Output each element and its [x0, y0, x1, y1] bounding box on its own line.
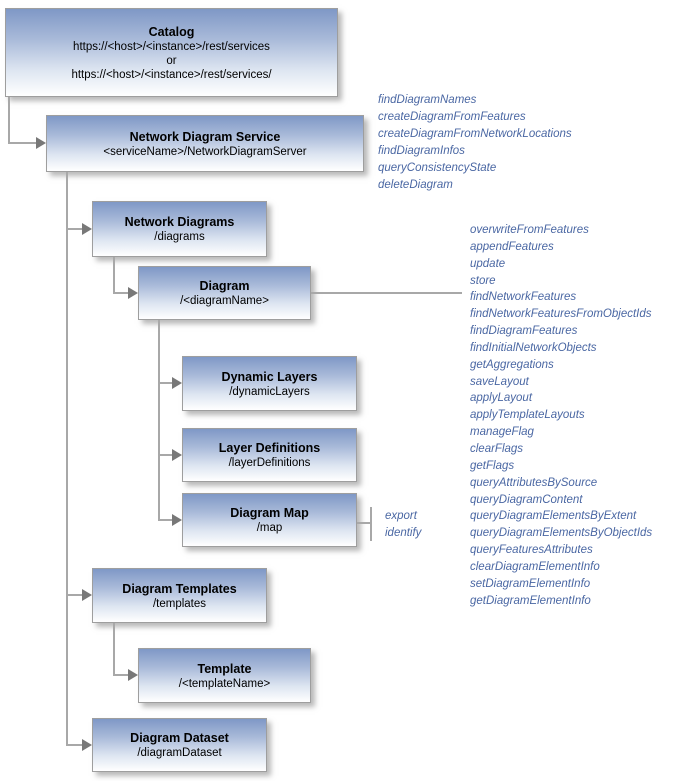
- arrowhead-diagram-dataset: [82, 739, 92, 751]
- operation-label: findDiagramFeatures: [470, 325, 578, 338]
- connector-diagram-trunk: [158, 320, 160, 521]
- service-operations-list: findDiagramNames createDiagramFromFeature…: [378, 92, 572, 195]
- operation-label: applyLayout: [470, 392, 533, 405]
- operation-label: appendFeatures: [470, 240, 554, 253]
- diagram-templates-title: Diagram Templates: [122, 581, 237, 596]
- operation-label: queryConsistencyState: [378, 162, 497, 175]
- connector-templates-trunk: [113, 623, 115, 676]
- diagram-box: Diagram /<diagramName>: [138, 266, 311, 320]
- template-title: Template: [197, 661, 252, 676]
- operation-label: findNetworkFeaturesFromObjectIds: [470, 308, 652, 321]
- operation-label: createDiagramFromFeatures: [378, 111, 526, 124]
- arrowhead-network-diagrams: [82, 223, 92, 235]
- operation-label: findInitialNetworkObjects: [470, 341, 597, 354]
- arrowhead-dynamic-layers: [172, 377, 182, 389]
- layer-definitions-title: Layer Definitions: [218, 441, 321, 455]
- diagram-map-path: /map: [256, 522, 283, 534]
- operation-label: clearDiagramElementInfo: [470, 560, 600, 573]
- operation-label: applyTemplateLayouts: [470, 409, 585, 422]
- arrowhead-diagram-templates: [82, 589, 92, 601]
- connector-map-operations-bracket: [370, 507, 372, 541]
- diagram-templates-path: /templates: [152, 597, 207, 610]
- arrowhead-service: [36, 137, 46, 149]
- connector-to-diagram-dataset: [66, 744, 83, 746]
- diagram-title: Diagram: [199, 279, 250, 293]
- network-diagram-service-title: Network Diagram Service: [129, 129, 281, 144]
- operation-label: queryAttributesBySource: [470, 476, 598, 489]
- connector-diagram-to-operations: [311, 292, 462, 294]
- diagram-dataset-path: /diagramDataset: [137, 747, 222, 759]
- operation-label: saveLayout: [470, 375, 529, 388]
- operation-label: getAggregations: [470, 358, 554, 371]
- dynamic-layers-title: Dynamic Layers: [221, 369, 318, 384]
- diagram-path: /<diagramName>: [180, 295, 269, 307]
- network-diagrams-path: /diagrams: [154, 231, 205, 243]
- connector-service-trunk: [66, 172, 68, 746]
- arrowhead-template: [128, 669, 138, 681]
- template-path: /<templateName>: [178, 677, 271, 690]
- catalog-or-label: or: [166, 54, 177, 67]
- diagram-dataset-title: Diagram Dataset: [130, 731, 229, 745]
- operation-label: getFlags: [470, 459, 515, 472]
- arrowhead-diagram-map: [172, 514, 182, 526]
- operation-label: identify: [385, 526, 422, 539]
- operation-label: queryDiagramElementsByExtent: [470, 510, 637, 523]
- operation-label: clearFlags: [470, 442, 524, 455]
- catalog-url-secondary: https://<host>/<instance>/rest/services/: [71, 68, 272, 81]
- connector-to-diagram-templates: [66, 594, 83, 596]
- connector-catalog-to-service: [8, 142, 37, 144]
- diagram-map-title: Diagram Map: [230, 506, 309, 520]
- operation-label: export: [385, 510, 417, 522]
- catalog-url-primary: https://<host>/<instance>/rest/services: [73, 40, 270, 53]
- connector-map-to-operations: [357, 522, 370, 524]
- connector-to-dynamic-layers: [158, 382, 173, 384]
- arrowhead-layer-definitions: [172, 449, 182, 461]
- connector-to-diagram: [113, 292, 129, 294]
- operation-label: getDiagramElementInfo: [470, 594, 591, 607]
- dynamic-layers-path: /dynamicLayers: [229, 385, 310, 398]
- connector-to-network-diagrams: [66, 228, 83, 230]
- connector-diagrams-trunk: [113, 257, 115, 293]
- diagram-dataset-box: Diagram Dataset /diagramDataset: [92, 718, 267, 772]
- diagram-map-operations-list: export identify: [385, 508, 421, 541]
- arrowhead-diagram: [128, 287, 138, 299]
- operation-label: update: [470, 257, 506, 270]
- operation-label: overwriteFromFeatures: [470, 224, 589, 236]
- catalog-box: Catalog https://<host>/<instance>/rest/s…: [5, 8, 338, 97]
- connector-to-layer-definitions: [158, 454, 173, 456]
- dynamic-layers-box: Dynamic Layers /dynamicLayers: [182, 356, 357, 411]
- operation-label: deleteDiagram: [378, 179, 453, 192]
- network-diagram-service-box: Network Diagram Service <serviceName>/Ne…: [46, 115, 364, 172]
- operation-label: queryDiagramElementsByObjectIds: [470, 527, 653, 540]
- network-diagram-service-path: <serviceName>/NetworkDiagramServer: [103, 145, 307, 158]
- layer-definitions-path: /layerDefinitions: [228, 457, 311, 469]
- operation-label: findDiagramInfos: [378, 145, 465, 158]
- operation-label: findDiagramNames: [378, 94, 477, 106]
- operation-label: createDiagramFromNetworkLocations: [378, 128, 572, 141]
- operation-label: manageFlag: [470, 426, 534, 439]
- diagram-templates-box: Diagram Templates /templates: [92, 568, 267, 623]
- connector-to-template: [113, 674, 129, 676]
- connector-catalog-trunk: [8, 97, 10, 144]
- operation-label: queryDiagramContent: [470, 493, 583, 506]
- diagram-operations-list: overwriteFromFeatures appendFeatures updat…: [470, 222, 652, 609]
- connector-to-diagram-map: [158, 519, 173, 521]
- operation-label: queryFeaturesAttributes: [470, 544, 593, 557]
- network-diagrams-title: Network Diagrams: [124, 215, 235, 229]
- operation-label: findNetworkFeatures: [470, 291, 577, 304]
- operation-label: setDiagramElementInfo: [470, 577, 591, 590]
- network-diagrams-box: Network Diagrams /diagrams: [92, 201, 267, 257]
- catalog-title: Catalog: [148, 24, 195, 39]
- operation-label: store: [470, 274, 496, 287]
- template-box: Template /<templateName>: [138, 648, 311, 703]
- layer-definitions-box: Layer Definitions /layerDefinitions: [182, 428, 357, 482]
- diagram-map-box: Diagram Map /map: [182, 493, 357, 547]
